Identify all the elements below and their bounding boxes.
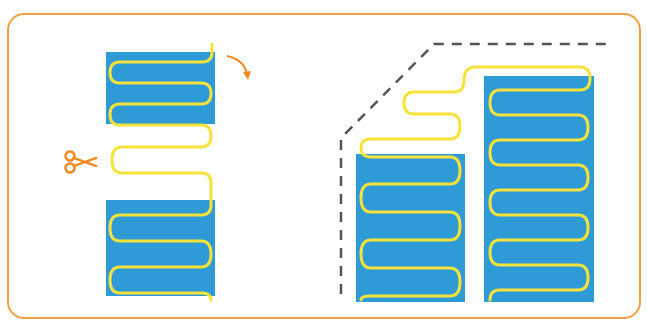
curved-arrow-icon <box>226 55 251 80</box>
heating-cable-right <box>359 65 592 302</box>
room-outline-dashed <box>339 42 606 294</box>
scissors-icon <box>64 150 98 174</box>
diagram-frame <box>7 13 641 319</box>
heating-mat-upper <box>106 52 215 124</box>
heating-cable-left <box>108 42 214 302</box>
heating-mat-right-short <box>356 154 465 302</box>
